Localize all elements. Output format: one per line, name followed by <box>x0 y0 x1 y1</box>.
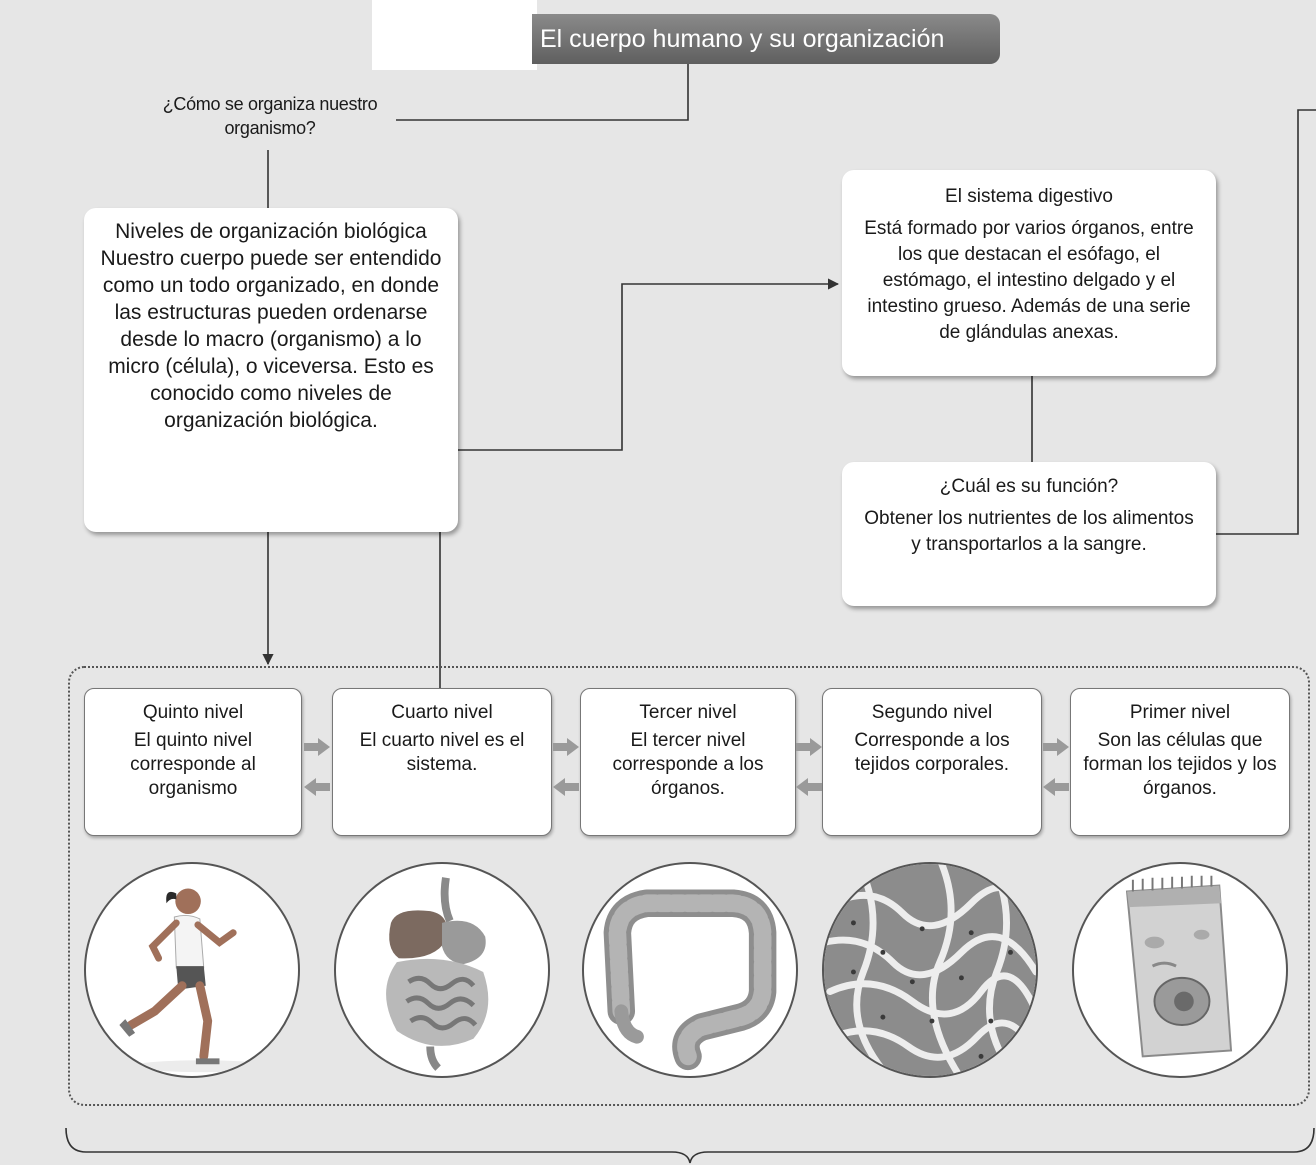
function-card-body: Obtener los nutrientes de los alimentos … <box>864 508 1194 555</box>
level-box-primer: Primer nivel Son las células que forman … <box>1070 688 1290 836</box>
question-label: ¿Cómo se organiza nuestro organismo? <box>162 94 378 138</box>
page-title: El cuerpo humano y su organización <box>532 14 1000 64</box>
arrow-right-icon <box>304 738 330 756</box>
levels-card-body: Nuestro cuerpo puede ser entendido como … <box>100 247 442 432</box>
level-title: Cuarto nivel <box>391 702 493 723</box>
large-intestine-illustration <box>582 862 798 1078</box>
arrow-right-icon <box>1043 738 1069 756</box>
title-to-question-line <box>396 64 689 121</box>
function-to-right-line <box>1216 109 1316 535</box>
function-card: ¿Cuál es su función? Obtener los nutrien… <box>842 462 1216 606</box>
runner-illustration <box>84 862 300 1078</box>
digestive-card-title: El sistema digestivo <box>945 186 1113 207</box>
level-title: Primer nivel <box>1129 702 1231 723</box>
arrow-left-icon <box>1043 778 1069 796</box>
level-body: El quinto nivel corresponde al organismo <box>130 730 256 799</box>
level-body: Son las células que forman los tejidos y… <box>1083 730 1277 799</box>
levels-card-title: Niveles de organización biológica <box>115 220 427 243</box>
level-title: Segundo nivel <box>871 702 993 723</box>
tissue-illustration <box>822 862 1038 1078</box>
levels-frame <box>68 666 1310 1106</box>
level-box-quinto: Quinto nivel El quinto nivel corresponde… <box>84 688 302 836</box>
levels-card: Niveles de organización biológica Nuestr… <box>84 208 458 532</box>
level-title: Quinto nivel <box>142 702 244 723</box>
cuarto-nivel-to-digestive-arrow <box>439 278 840 688</box>
level-title: Tercer nivel <box>639 702 737 723</box>
level-body: El cuarto nivel es el sistema. <box>359 730 525 775</box>
level-box-segundo: Segundo nivel Corresponde a los tejidos … <box>822 688 1042 836</box>
level-box-tercer: Tercer nivel El tercer nivel corresponde… <box>580 688 796 836</box>
function-card-title: ¿Cuál es su función? <box>939 476 1119 497</box>
level-body: Corresponde a los tejidos corporales. <box>854 730 1010 775</box>
cell-illustration <box>1072 862 1288 1078</box>
arrow-left-icon <box>304 778 330 796</box>
digestive-system-illustration <box>334 862 550 1078</box>
header-blank-area <box>372 0 537 70</box>
digestive-card: El sistema digestivo Está formado por va… <box>842 170 1216 376</box>
bottom-bracket <box>65 1127 1315 1164</box>
arrow-right-icon <box>553 738 579 756</box>
arrow-right-icon <box>796 738 822 756</box>
level-box-cuarto: Cuarto nivel El cuarto nivel es el siste… <box>332 688 552 836</box>
digestive-card-body: Está formado por varios órganos, entre l… <box>864 218 1194 343</box>
arrow-left-icon <box>553 778 579 796</box>
arrow-left-icon <box>796 778 822 796</box>
level-body: El tercer nivel corresponde a los órgano… <box>612 730 764 799</box>
